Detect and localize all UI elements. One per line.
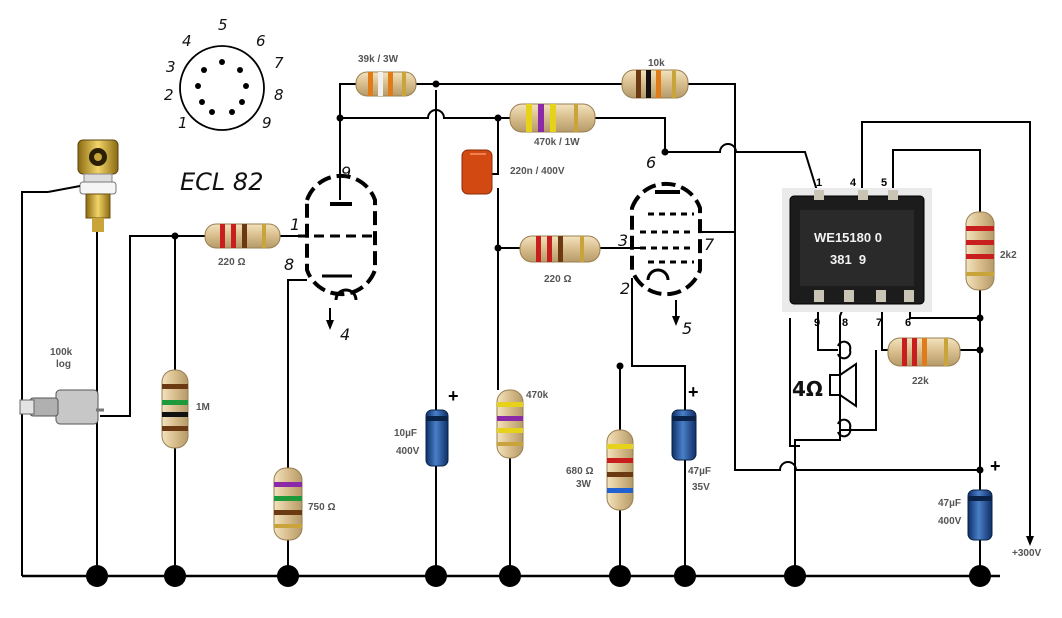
r-470k-1w-label: 470k / 1W [534, 137, 580, 148]
volume-pot [19, 389, 104, 425]
r-1m-label: 1M [196, 402, 210, 413]
transformer-label-2: 381 9 [830, 252, 866, 267]
triode-symbol [298, 173, 377, 330]
r-220-pentode-label: 220 Ω [544, 274, 571, 285]
input-wire [21, 191, 48, 576]
capacitor-47uf-35v [671, 409, 697, 461]
triode-heater-pin: 4 [340, 325, 350, 344]
resistor-750 [273, 467, 303, 541]
supply-wire [861, 121, 1031, 540]
triode-plate-pin: 9 [341, 163, 351, 182]
transformer-pin-4: 4 [850, 177, 857, 189]
pentode-g2-pin: 7 [704, 235, 715, 254]
capacitor-10uf [425, 409, 449, 467]
pentode-symbol [630, 181, 702, 326]
socket-pin-1: 1 [178, 114, 188, 132]
c-47u-b-volt-label: 400V [938, 516, 962, 527]
c-47u-b-plus: + [990, 456, 1001, 476]
c-220n-label: 220n / 400V [510, 166, 565, 177]
resistor-470k-1w [509, 103, 596, 133]
capacitor-47uf-400v [967, 489, 993, 541]
transformer-pin-6: 6 [905, 317, 911, 329]
plate-coupling-wire [340, 109, 498, 119]
r-750-label: 750 Ω [308, 502, 335, 513]
junction-dot [969, 565, 991, 587]
pot-value-label: 100k [50, 347, 73, 358]
socket-pin-diagram: 5 6 7 8 9 4 3 2 1 [164, 16, 284, 132]
pot-taper-label: log [56, 359, 71, 370]
r-2k2-label: 2k2 [1000, 250, 1017, 261]
resistor-680 [606, 429, 634, 511]
socket-pin-3: 3 [166, 58, 176, 76]
pentode-anode-pin: 6 [646, 153, 656, 172]
transformer-pin-5: 5 [881, 177, 887, 189]
r-22k-label: 22k [912, 376, 929, 387]
socket-pin-6: 6 [256, 32, 266, 50]
junction-dot [609, 565, 631, 587]
c-10u-plus: + [448, 386, 459, 406]
wiring [21, 83, 1031, 578]
junction-dot [499, 565, 521, 587]
r-680-value-label: 680 Ω [566, 466, 593, 477]
junction-dot [86, 565, 108, 587]
c-47u-a-volt-label: 35V [692, 482, 710, 493]
socket-pin-7: 7 [274, 54, 284, 72]
transformer-pin-9: 9 [814, 317, 820, 329]
c-10u-value-label: 10µF [394, 428, 417, 439]
pentode-heater-pin: 5 [682, 319, 692, 338]
junction-dot [164, 565, 186, 587]
r-470k-label: 470k [526, 390, 549, 401]
resistor-220-pentode [519, 235, 601, 263]
junction-dot [674, 565, 696, 587]
junction-dot [425, 565, 447, 587]
transformer-pin-1: 1 [816, 177, 822, 189]
anode-wire [665, 143, 819, 195]
resistor-220-input [204, 223, 281, 249]
resistor-1m [161, 369, 189, 449]
transformer-label-1: WE15180 0 [814, 230, 882, 245]
resistor-2k2 [965, 211, 995, 291]
transformer-pin-7: 7 [876, 317, 882, 329]
c-47u-a-plus: + [688, 382, 699, 402]
c-10u-volt-label: 400V [396, 446, 420, 457]
pen-cathode-wire [631, 278, 686, 410]
pentode-cathode-pin: 2 [620, 279, 630, 298]
resistor-10k [621, 69, 689, 99]
pentode-g1-pin: 3 [618, 231, 628, 250]
junction-dot [784, 565, 806, 587]
supply-label: +300V [1012, 548, 1042, 559]
transformer-pin-8: 8 [842, 317, 848, 329]
output-transformer [782, 188, 932, 312]
spk-wire-a [817, 296, 838, 351]
c-47u-b-value-label: 47µF [938, 498, 961, 509]
c-47u-a-value-label: 47µF [688, 466, 711, 477]
r-10k-label: 10k [648, 58, 665, 69]
speaker-impedance: 4Ω [792, 377, 823, 401]
socket-pin-9: 9 [262, 114, 272, 132]
cathode-wire [287, 279, 307, 468]
triode-grid-pin: 1 [290, 215, 300, 234]
r-680-power-label: 3W [576, 479, 592, 490]
socket-pin-5: 5 [218, 16, 228, 34]
socket-pin-8: 8 [274, 86, 284, 104]
plate-wire [339, 83, 356, 200]
triode-cathode-pin: 8 [284, 255, 294, 274]
junction-dot [277, 565, 299, 587]
ground-junctions [86, 80, 991, 587]
socket-pin-4: 4 [182, 32, 192, 50]
resistor-22k [887, 337, 961, 367]
resistor-470k [496, 389, 524, 459]
r-39k-label: 39k / 3W [358, 54, 399, 65]
socket-pin-2: 2 [164, 86, 174, 104]
speaker-symbol [829, 340, 857, 438]
r-220-input-label: 220 Ω [218, 257, 245, 268]
rca-jack [47, 139, 119, 232]
capacitor-220n [461, 149, 493, 195]
resistor-39k-3w [355, 71, 417, 97]
r470k1w-wire [595, 117, 666, 150]
tube-name: ECL 82 [180, 168, 263, 196]
pot-wiper-wire [100, 235, 205, 417]
